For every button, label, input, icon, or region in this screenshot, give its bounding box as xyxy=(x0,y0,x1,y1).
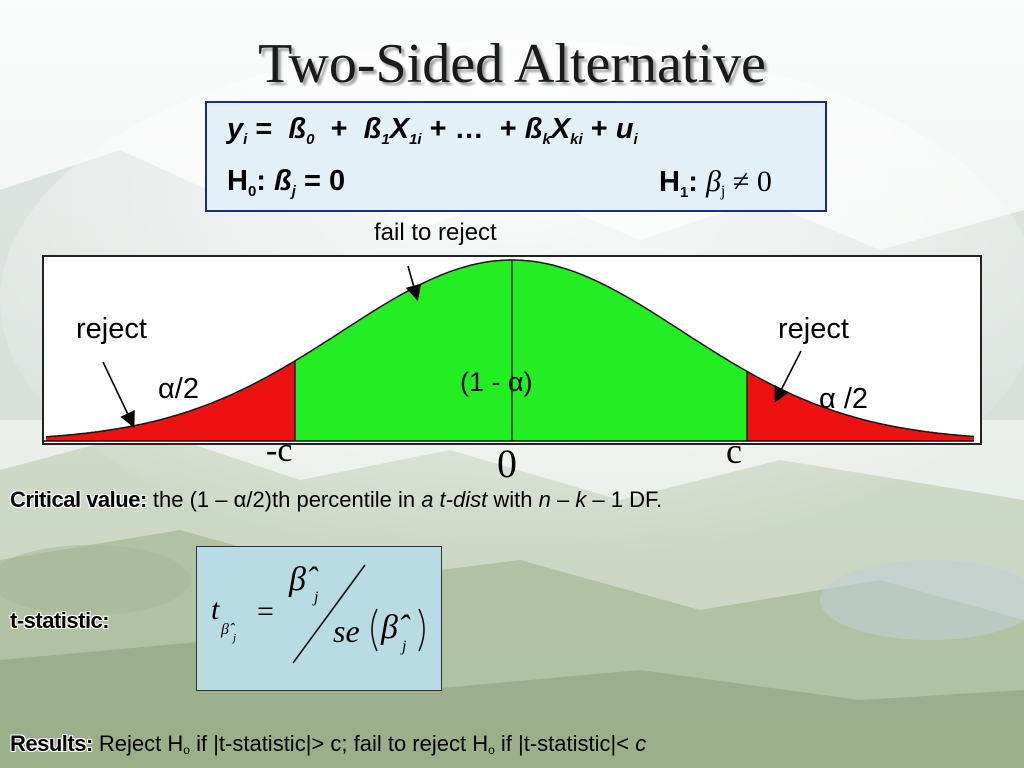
denominator-se: se xyxy=(333,613,360,649)
confidence-level-label: (1 - α) xyxy=(460,367,533,397)
alternative-hypothesis: H1:βj ≠ 0 xyxy=(659,165,772,201)
t-statistic-label: t-statistic: xyxy=(10,608,110,633)
reject-left-label: reject xyxy=(76,313,147,345)
critical-value-line: Critical value: the (1 – α/2)th percenti… xyxy=(10,487,663,512)
reject-right-label: reject xyxy=(778,313,849,345)
formula-t: t xyxy=(211,593,220,626)
fail-to-reject-label: fail to reject xyxy=(374,219,497,246)
hypothesis-box: yi = ß0 + ß1X1i + … + ßkXki + ui H0: ßj … xyxy=(205,101,827,212)
t-distribution-curve xyxy=(42,259,975,442)
fraction-slash xyxy=(292,564,425,664)
numerator-j: j xyxy=(314,589,319,606)
denominator-beta-hat: β̂ xyxy=(381,609,398,646)
acceptance-region xyxy=(295,260,747,441)
formula-equals: = xyxy=(257,595,274,628)
t-statistic-formula-box: t β̂ j = β̂ j se β̂ j xyxy=(196,546,442,691)
null-hypothesis: H0: ßj = 0 xyxy=(227,165,346,200)
density-curve-line xyxy=(45,259,975,438)
regression-equation: yi = ß0 + ß1X1i + … + ßkXki + ui xyxy=(227,113,638,148)
numerator-beta-hat: β̂ xyxy=(289,561,306,598)
slide-title: Two-Sided Alternative xyxy=(258,33,766,95)
left-rejection-region xyxy=(46,360,295,441)
tick-zero: 0 xyxy=(497,441,517,486)
formula-t-subscript-beta: β̂ xyxy=(221,621,229,638)
results-line: Results: Reject Ho if |t-statistic|> c; … xyxy=(10,731,647,757)
alpha-half-left-label: α/2 xyxy=(158,373,199,405)
formula-t-subscript-j: j xyxy=(233,632,237,644)
right-rejection-region xyxy=(747,371,974,441)
denominator-j: j xyxy=(402,638,407,655)
alpha-half-right-label: α /2 xyxy=(819,383,869,415)
